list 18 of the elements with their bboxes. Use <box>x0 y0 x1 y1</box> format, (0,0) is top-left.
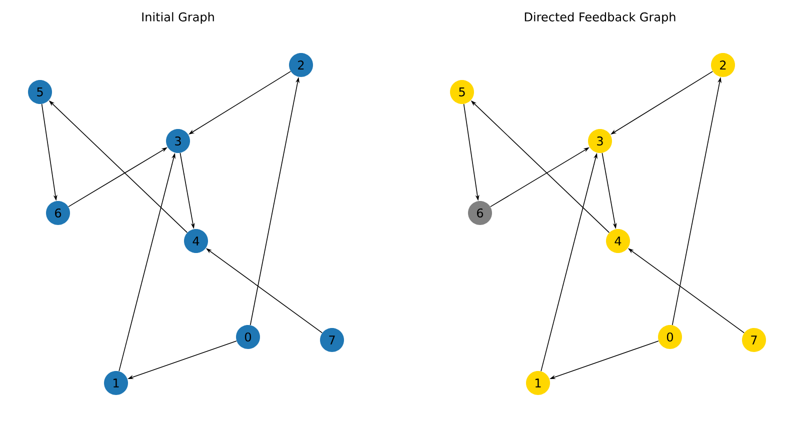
graph-node: 6 <box>46 201 70 225</box>
graph-node: 1 <box>104 371 128 395</box>
graph-node: 4 <box>184 229 208 253</box>
graph-node: 2 <box>289 53 313 77</box>
graph-node: 7 <box>742 328 766 352</box>
graph-node: 3 <box>588 129 612 153</box>
panel-title: Initial Graph <box>142 12 214 24</box>
panel-title: Directed Feedback Graph <box>524 12 676 24</box>
graph-node: 4 <box>606 229 630 253</box>
graph-node: 5 <box>450 80 474 104</box>
graph-node: 3 <box>166 129 190 153</box>
graph-node: 7 <box>320 328 344 352</box>
graph-node: 2 <box>711 53 735 77</box>
graph-node: 6 <box>468 201 492 225</box>
graph-node: 5 <box>28 80 52 104</box>
graph-node: 0 <box>236 325 260 349</box>
graph-node: 0 <box>658 325 682 349</box>
graph-node: 1 <box>526 371 550 395</box>
